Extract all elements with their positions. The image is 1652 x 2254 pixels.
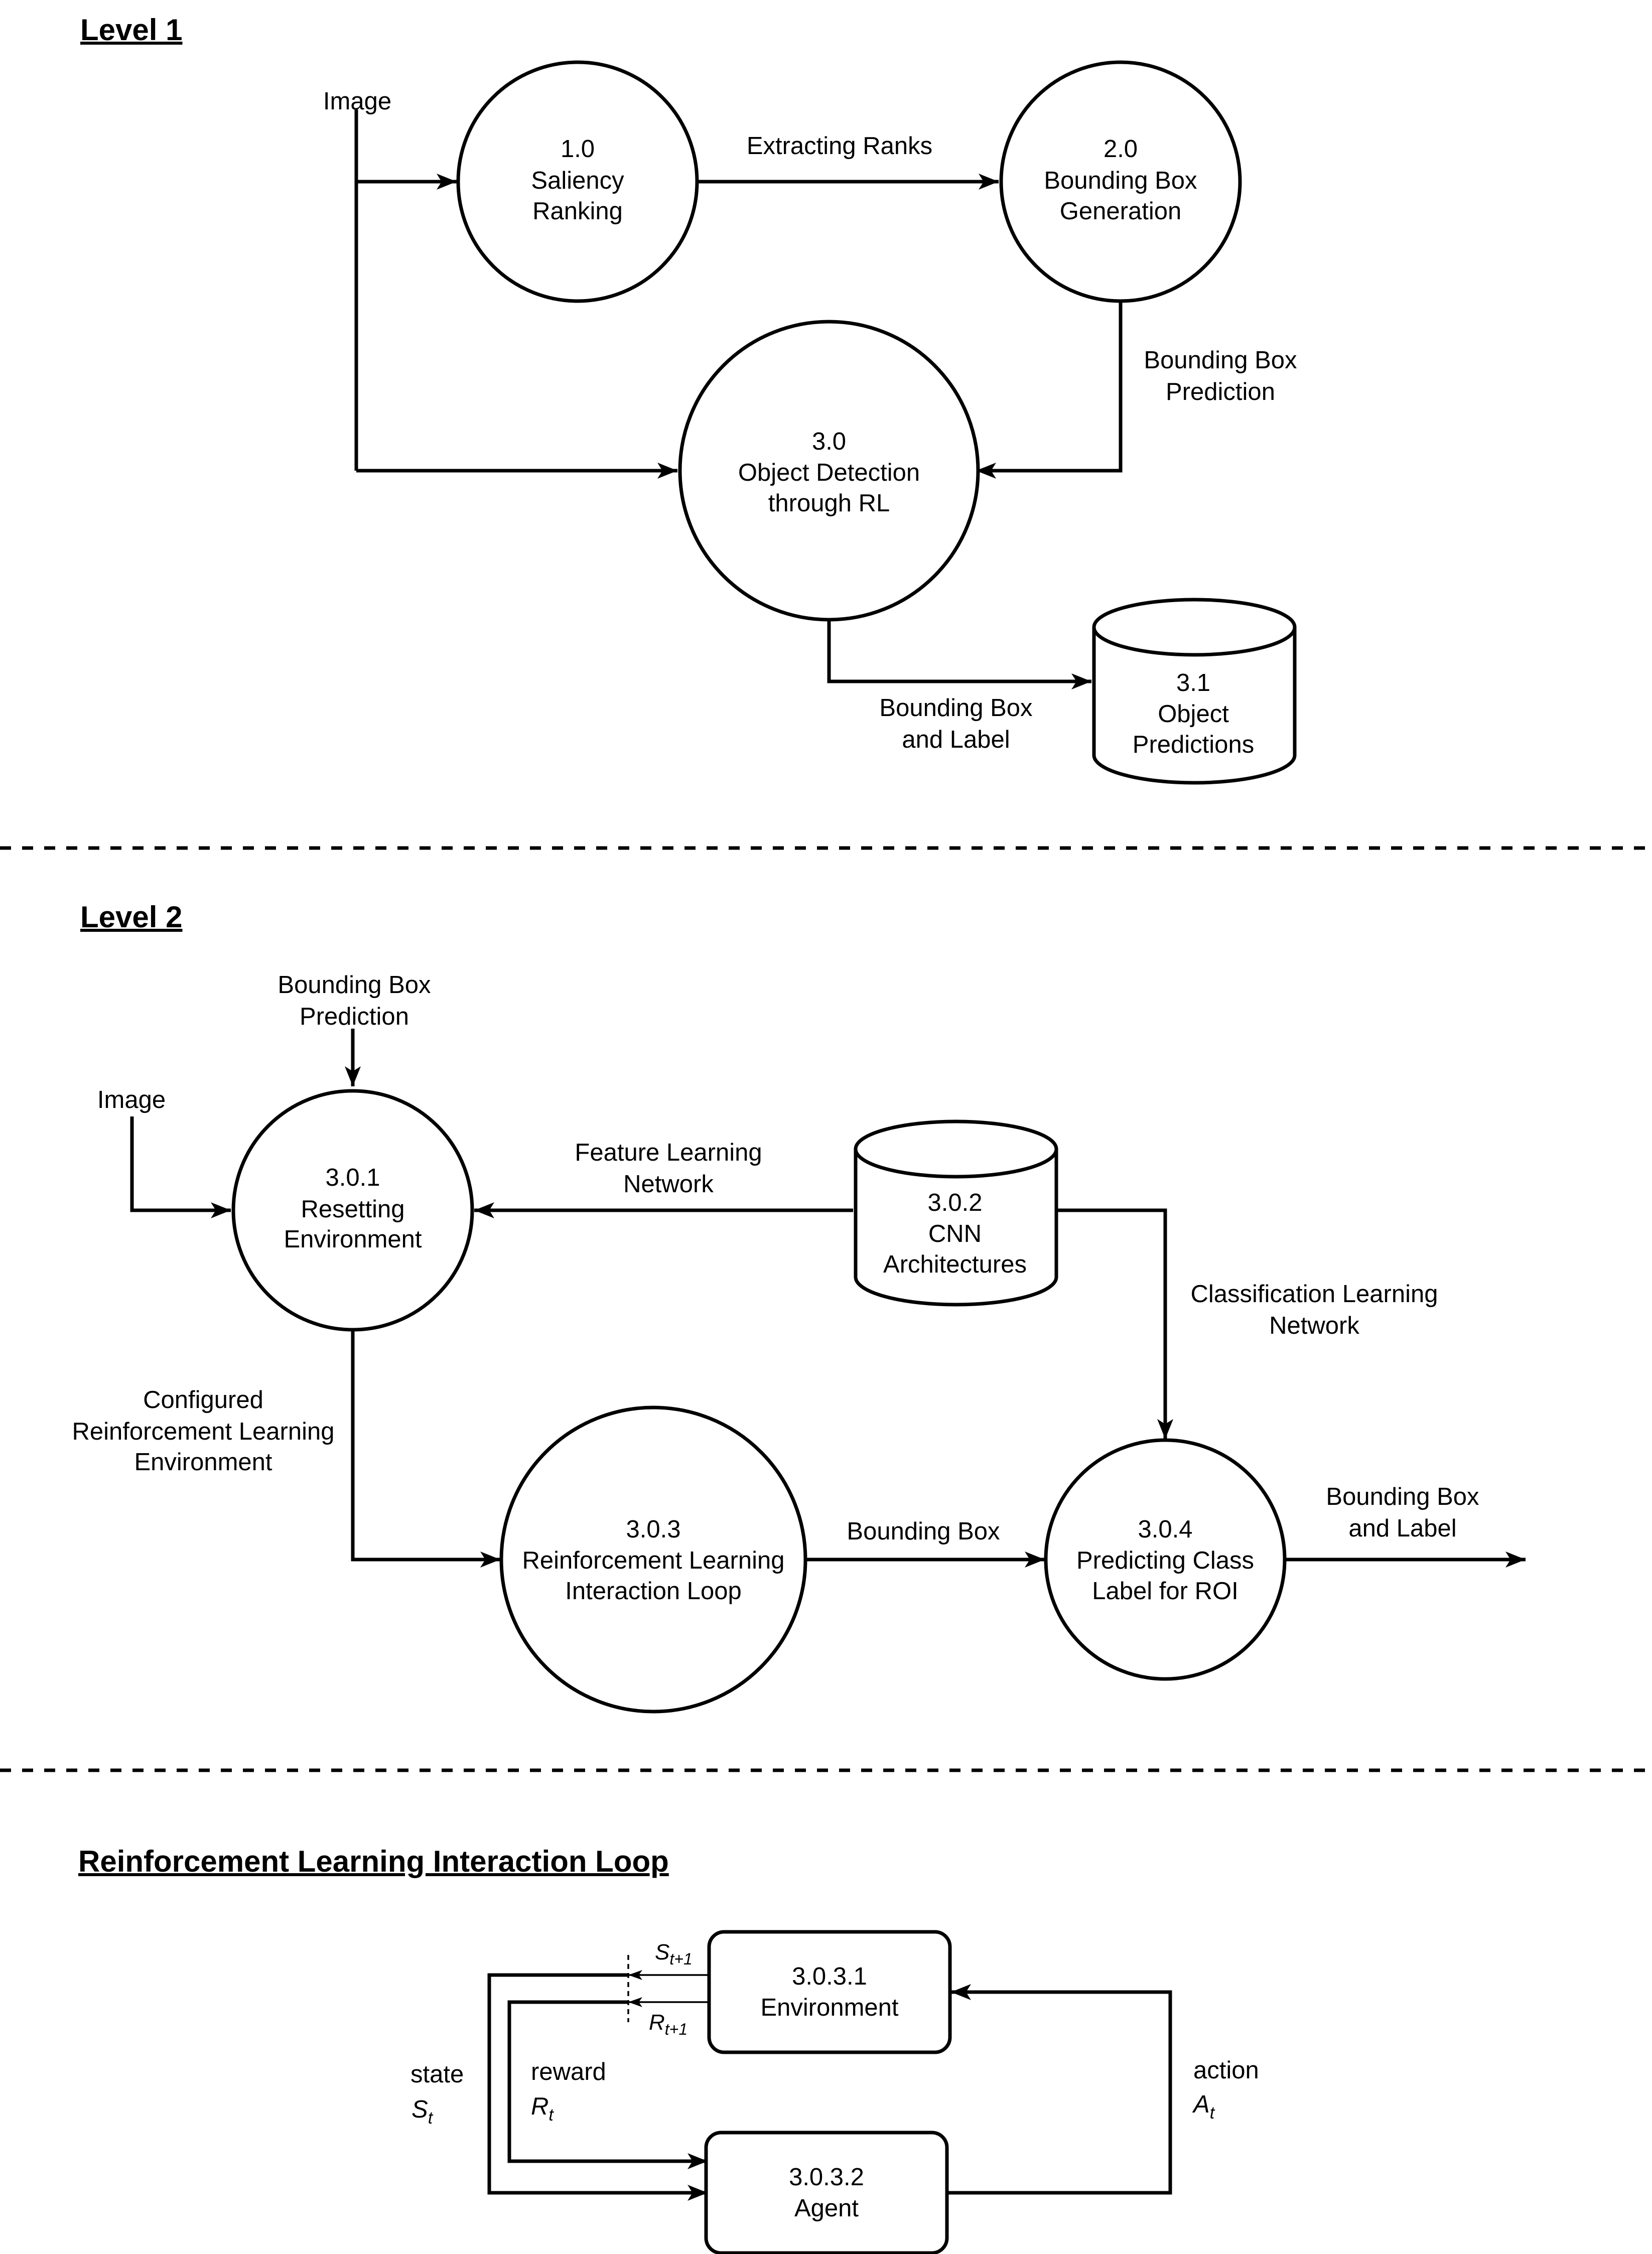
datastore-label: Object bbox=[1158, 700, 1229, 728]
process-id: 3.0.3 bbox=[626, 1516, 681, 1543]
environment-box: 3.0.3.1 Environment bbox=[707, 1930, 952, 2054]
agent-box: 3.0.3.2 Agent bbox=[704, 2131, 949, 2254]
process-label: Interaction Loop bbox=[565, 1578, 741, 1605]
datastore-cnn-architectures: 3.0.2 CNN Architectures bbox=[854, 1119, 1058, 1307]
datastore-label: Predictions bbox=[1133, 731, 1254, 758]
bbox-label-label: and Label bbox=[902, 726, 1010, 753]
bounding-box-label: Bounding Box bbox=[847, 1518, 1000, 1545]
process-label: Reinforcement Learning bbox=[522, 1547, 785, 1574]
level2-image-label: Image bbox=[97, 1086, 166, 1113]
process-id: 2.0 bbox=[1104, 135, 1138, 163]
process-rl-interaction-loop: 3.0.3 Reinforcement Learning Interaction… bbox=[499, 1405, 807, 1714]
process-label: Resetting bbox=[301, 1196, 404, 1223]
process-label: Ranking bbox=[532, 198, 623, 225]
bbox-label-label: Bounding Box bbox=[879, 694, 1032, 722]
configured-env-label: Environment bbox=[134, 1449, 272, 1476]
configured-env-label: Reinforcement Learning bbox=[72, 1418, 335, 1445]
process-label: Environment bbox=[284, 1226, 422, 1253]
flow-image-input bbox=[130, 1116, 231, 1218]
feature-learning-label: Feature Learning bbox=[575, 1139, 762, 1166]
process-resetting-environment: 3.0.1 Resetting Environment bbox=[231, 1089, 474, 1332]
reward-symbol: Rt bbox=[531, 2093, 554, 2125]
process-label: Saliency bbox=[531, 167, 624, 194]
state-label: state bbox=[410, 2061, 464, 2088]
bbox-prediction-input-label: Prediction bbox=[300, 1003, 409, 1030]
datastore-label: CNN bbox=[928, 1220, 982, 1247]
datastore-id: 3.0.2 bbox=[928, 1189, 983, 1216]
action-label: action bbox=[1193, 2057, 1259, 2084]
next-state-symbol: St+1 bbox=[655, 1940, 693, 1968]
bbox-prediction-label: Prediction bbox=[1166, 378, 1275, 405]
flow-bbox-prediction bbox=[976, 301, 1123, 479]
extracting-ranks-label: Extracting Ranks bbox=[747, 132, 932, 160]
bbox-prediction-label: Bounding Box bbox=[1144, 347, 1297, 374]
level1-heading: Level 1 bbox=[80, 13, 182, 47]
datastore-object-predictions: 3.1 Object Predictions bbox=[1092, 598, 1297, 785]
action-symbol: At bbox=[1192, 2091, 1215, 2123]
agent-label: Agent bbox=[794, 2195, 859, 2222]
classification-learning-label: Network bbox=[1269, 1312, 1359, 1339]
process-id: 3.0.1 bbox=[326, 1164, 380, 1191]
datastore-id: 3.1 bbox=[1176, 669, 1210, 696]
datastore-label: Architectures bbox=[883, 1251, 1027, 1278]
reward-label: reward bbox=[531, 2058, 606, 2085]
process-id: 3.0 bbox=[812, 428, 846, 455]
process-label: Predicting Class bbox=[1076, 1547, 1254, 1574]
process-predicting-class-label: 3.0.4 Predicting Class Label for ROI bbox=[1044, 1438, 1287, 1681]
process-label: Bounding Box bbox=[1044, 167, 1197, 194]
configured-env-label: Configured bbox=[143, 1386, 263, 1414]
process-label: Generation bbox=[1060, 198, 1181, 225]
process-label: through RL bbox=[768, 490, 890, 517]
flow-action bbox=[948, 1984, 1172, 2195]
level1-image-label: Image bbox=[323, 88, 391, 115]
process-label: Object Detection bbox=[738, 459, 920, 486]
output-bbox-label: and Label bbox=[1348, 1515, 1456, 1542]
agent-id: 3.0.3.2 bbox=[789, 2164, 864, 2191]
classification-learning-label: Classification Learning bbox=[1191, 1281, 1438, 1308]
state-symbol: St bbox=[411, 2096, 434, 2128]
environment-label: Environment bbox=[760, 1994, 898, 2021]
bbox-prediction-input-label: Bounding Box bbox=[278, 971, 431, 999]
flow-reward bbox=[507, 2000, 708, 2169]
next-reward-symbol: Rt+1 bbox=[649, 2010, 687, 2038]
flow-state bbox=[487, 1973, 708, 2201]
output-bbox-label: Bounding Box bbox=[1326, 1483, 1479, 1510]
process-id: 3.0.4 bbox=[1138, 1516, 1193, 1543]
flow-classification-learning bbox=[1056, 1208, 1173, 1439]
feature-learning-label: Network bbox=[623, 1171, 714, 1198]
flow-bbox-and-label bbox=[827, 621, 1091, 689]
environment-id: 3.0.3.1 bbox=[792, 1963, 867, 1990]
process-id: 1.0 bbox=[561, 135, 595, 163]
level2-heading: Level 2 bbox=[80, 900, 182, 934]
process-bbox-generation: 2.0 Bounding Box Generation bbox=[999, 60, 1242, 303]
loop-heading: Reinforcement Learning Interaction Loop bbox=[78, 1845, 669, 1878]
process-saliency-ranking: 1.0 Saliency Ranking bbox=[456, 60, 699, 303]
flow-configured-env bbox=[351, 1330, 500, 1568]
process-label: Label for ROI bbox=[1092, 1578, 1238, 1605]
process-object-detection: 3.0 Object Detection through RL bbox=[678, 320, 980, 622]
